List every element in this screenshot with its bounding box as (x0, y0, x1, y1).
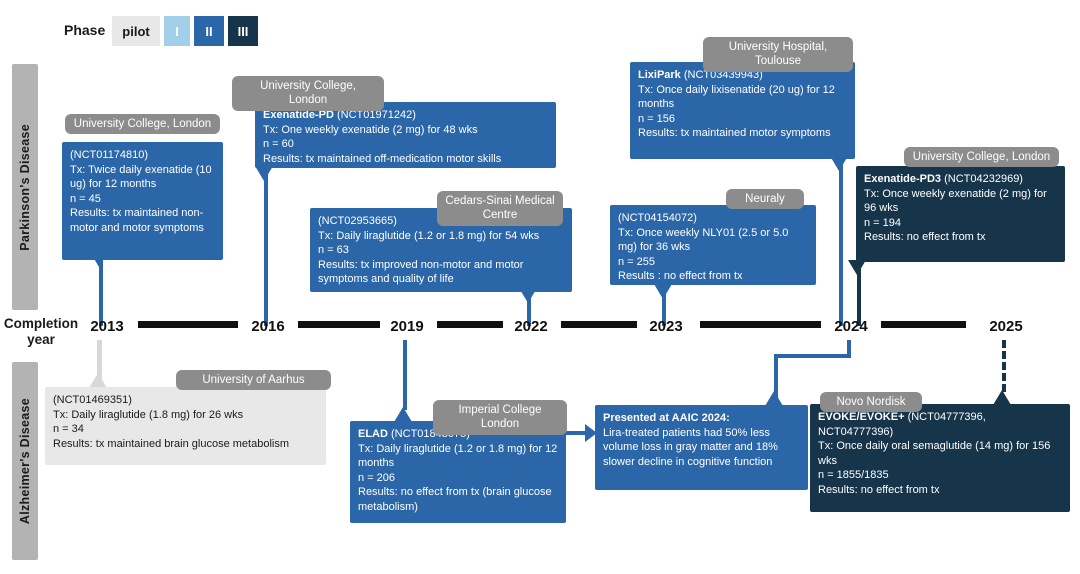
year-label-2023: 2023 (649, 318, 683, 335)
trial-nct: (NCT02953665) (318, 215, 397, 227)
connector-stem (839, 156, 843, 326)
org-tag-university-hospital-toulouse: University Hospital, Toulouse (703, 37, 853, 72)
trial-name: ELAD (358, 428, 388, 440)
connector-stem (264, 166, 268, 326)
trial-card-nct01174810: (NCT01174810) Tx: Twice daily exenatide … (62, 142, 223, 260)
trial-card-nct04154072: (NCT04154072) Tx: Once weekly NLY01 (2.5… (610, 205, 816, 285)
aaic-2024-callout: Presented at AAIC 2024: Lira-treated pat… (595, 405, 808, 490)
connector-tail (654, 284, 672, 299)
connector-stem (99, 252, 103, 326)
trial-details: Tx: Daily liraglutide (1.8 mg) for 26 wk… (53, 408, 290, 450)
trial-details: Tx: Once daily oral semaglutide (14 mg) … (818, 440, 1051, 496)
phase-1-swatch: I (164, 16, 190, 46)
trial-nct: (NCT01469351) (53, 394, 132, 406)
connector-elbow (774, 354, 778, 400)
connector-stem (97, 340, 102, 382)
org-tag-neuraly: Neuraly (726, 189, 804, 210)
timeline-segment (437, 321, 503, 328)
phase-3-swatch: III (228, 16, 258, 46)
callout-details: Lira-treated patients had 50% less volum… (603, 426, 778, 468)
year-label-2013: 2013 (90, 318, 124, 335)
trial-details: Tx: Daily liraglutide (1.2 or 1.8 mg) fo… (358, 442, 558, 513)
trial-nct: (NCT01174810) (70, 149, 149, 161)
trial-details: Tx: Twice daily exenatide (10 ug) for 12… (70, 163, 212, 234)
trial-nct: (NCT04154072) (618, 212, 697, 224)
connector-elbow (774, 354, 851, 358)
parkinsons-disease-rail: Parkinson's Disease (12, 64, 38, 310)
phase-2-swatch: II (194, 16, 224, 46)
timeline-segment (881, 321, 966, 328)
trial-details: Tx: Once daily lixisenatide (20 ug) for … (638, 83, 835, 140)
trial-details: Tx: Once weekly exenatide (2 mg) for 96 … (864, 187, 1047, 244)
year-label-2025: 2025 (989, 318, 1023, 335)
connector-stem (403, 340, 407, 410)
connector-stem (527, 296, 531, 326)
elad-to-aaic-arrow (566, 431, 587, 435)
trial-card-exenatide-pd: Exenatide-PD(NCT01971242) Tx: One weekly… (255, 102, 556, 168)
connector-tail (993, 390, 1011, 405)
connector-tail (394, 407, 412, 422)
trial-card-evoke: EVOKE/EVOKE+(NCT04777396, NCT04777396) T… (810, 404, 1070, 512)
connector-elbow (847, 340, 851, 358)
trial-card-lixipark: LixiPark(NCT03439943) Tx: Once daily lix… (630, 62, 855, 159)
trial-details: Tx: Daily liraglutide (1.2 or 1.8 mg) fo… (318, 229, 540, 286)
trial-nct: (NCT04777396, NCT04777396) (818, 411, 986, 438)
org-tag-imperial-college-london: Imperial College London (433, 400, 567, 435)
org-tag-university-college-london: University College, London (65, 114, 220, 135)
trial-nct: (NCT04232969) (944, 173, 1023, 185)
trial-nct: (NCT03439943) (683, 69, 763, 81)
timeline-segment (700, 321, 821, 328)
phase-pilot-swatch: pilot (112, 16, 160, 46)
right-arrow-icon (585, 424, 597, 442)
connector-stem (662, 292, 666, 326)
timeline-segment (298, 321, 380, 328)
trial-name: LixiPark (638, 69, 681, 81)
org-tag-cedars-sinai: Cedars-Sinai Medical Centre (437, 191, 563, 226)
year-label-2019: 2019 (390, 318, 424, 335)
parkinsons-disease-label: Parkinson's Disease (18, 123, 32, 251)
connector-tail (765, 391, 783, 406)
trial-details: Tx: One weekly exenatide (2 mg) for 48 w… (263, 123, 502, 165)
timeline-segment (138, 321, 238, 328)
org-tag-university-college-london: University College, London (904, 147, 1059, 168)
org-tag-university-college-london: University College, London (232, 76, 384, 111)
trial-card-nct01469351: (NCT01469351) Tx: Daily liraglutide (1.8… (45, 387, 326, 465)
alzheimers-disease-rail: Alzheimer's Disease (12, 362, 38, 560)
trial-card-elad: ELAD(NCT01843075) Tx: Daily liraglutide … (350, 421, 566, 523)
trial-card-exenatide-pd3: Exenatide-PD3(NCT04232969) Tx: Once week… (856, 166, 1065, 262)
year-label-2016: 2016 (251, 318, 285, 335)
connector-dashed-stem (1002, 340, 1006, 392)
connector-stem (857, 260, 861, 326)
connector-tail (89, 373, 107, 388)
year-label-2024: 2024 (834, 318, 868, 335)
trial-name: EVOKE/EVOKE+ (818, 411, 905, 423)
year-label-2022: 2022 (514, 318, 548, 335)
trial-details: Tx: Once weekly NLY01 (2.5 or 5.0 mg) fo… (618, 226, 789, 283)
trial-name: Exenatide-PD3 (864, 173, 942, 185)
phase-legend-title: Phase (64, 22, 106, 38)
callout-heading: Presented at AAIC 2024: (603, 412, 730, 424)
completion-year-label: Completion year (3, 316, 79, 348)
alzheimers-disease-label: Alzheimer's Disease (18, 397, 32, 525)
trial-name: Exenatide-PD (263, 109, 334, 121)
trial-nct: (NCT01971242) (336, 109, 416, 121)
timeline-segment (561, 321, 637, 328)
org-tag-novo-nordisk: Novo Nordisk (820, 392, 922, 413)
org-tag-university-of-aarhus: University of Aarhus (176, 370, 331, 391)
